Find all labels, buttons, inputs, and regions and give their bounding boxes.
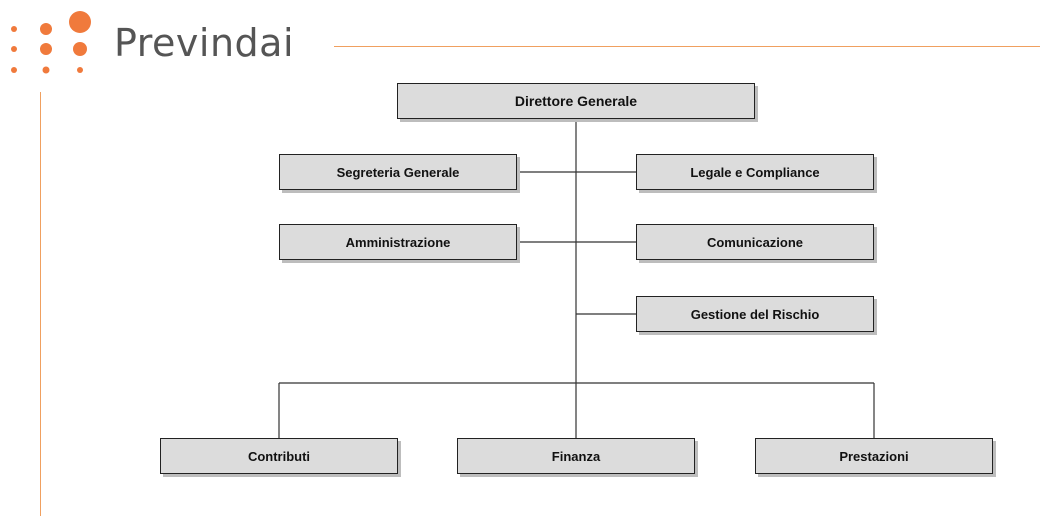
brand-name: Previndai xyxy=(114,21,295,65)
node-gestione-rischio: Gestione del Rischio xyxy=(636,296,874,332)
node-amministrazione: Amministrazione xyxy=(279,224,517,260)
previndai-logo-icon xyxy=(11,11,91,74)
node-segreteria-generale: Segreteria Generale xyxy=(279,154,517,190)
node-finanza: Finanza xyxy=(457,438,695,474)
node-comunicazione: Comunicazione xyxy=(636,224,874,260)
node-legale-compliance: Legale e Compliance xyxy=(636,154,874,190)
side-divider xyxy=(40,92,41,516)
header-divider xyxy=(334,46,1040,47)
node-contributi: Contributi xyxy=(160,438,398,474)
node-prestazioni: Prestazioni xyxy=(755,438,993,474)
node-direttore-generale: Direttore Generale xyxy=(397,83,755,119)
